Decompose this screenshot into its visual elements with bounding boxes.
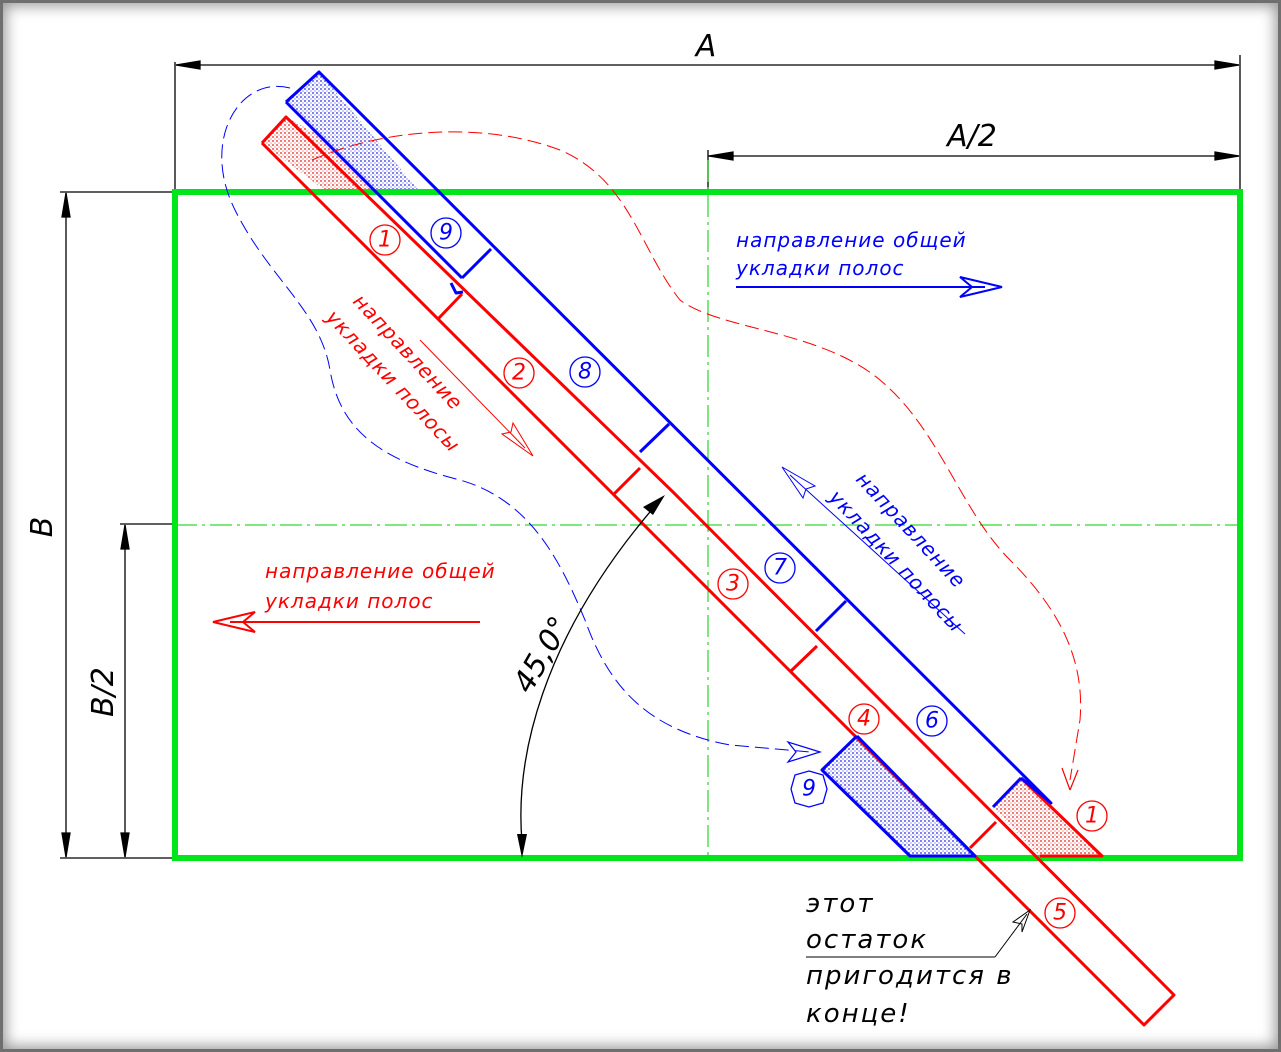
leftover-note-line3: пригодится в: [806, 961, 1014, 991]
leftover-note-line2: остаток: [806, 925, 928, 955]
red-number-3: 3: [726, 572, 740, 597]
blue-general-note-line1: направление общей: [736, 228, 967, 252]
blue-number-9-end: 9: [802, 777, 816, 802]
blue-leftover-top-hatch: [286, 72, 420, 192]
red-general-note-line1: направление общей: [265, 559, 496, 583]
height-label: B: [25, 517, 60, 538]
room-outline: [172, 189, 1243, 861]
leftover-note-line4: конце!: [806, 999, 911, 1029]
blue-strip-numbers: [430, 217, 948, 808]
center-axes: [175, 160, 1242, 860]
angle-arc: [520, 505, 656, 843]
red-general-arrow: [212, 611, 480, 633]
blue-flow-arrowhead: [786, 740, 823, 764]
blue-strip-arrow: [781, 466, 966, 635]
red-number-5: 5: [1053, 901, 1067, 926]
red-general-note-line2: укладки полос: [264, 589, 434, 613]
red-flow-arrowhead: [1061, 767, 1079, 791]
red-number-2: 2: [512, 361, 526, 386]
half-width-label: A/2: [945, 119, 997, 154]
red-number-4: 4: [857, 707, 871, 732]
angle-label: 45,0°: [507, 611, 578, 699]
red-flow-path: [311, 131, 1082, 781]
width-label: A: [694, 29, 717, 64]
red-strip: [260, 115, 1176, 1027]
blue-number-7: 7: [773, 556, 787, 581]
blue-piece-9-hatch: [822, 736, 975, 856]
blue-general-note-line2: укладки полос: [735, 256, 905, 280]
red-piece-1-hatch: [993, 778, 1102, 856]
blue-general-arrow: [736, 276, 1003, 298]
angle-arrow-top: [643, 495, 665, 515]
blue-strip: [284, 70, 1053, 858]
blue-number-9: 9: [439, 221, 453, 246]
leftover-note-line1: этот: [806, 889, 874, 919]
blue-number-8: 8: [578, 360, 592, 385]
angle-arrow-bottom: [517, 834, 527, 858]
red-strip-numbers: [369, 224, 1108, 929]
red-strip-arrow: [419, 339, 534, 457]
red-number-1-end: 1: [1085, 804, 1099, 829]
blue-flow-path: [221, 85, 811, 753]
blue-number-6: 6: [925, 709, 939, 734]
half-height-label: B/2: [86, 667, 121, 717]
leftover-leader: [806, 908, 1032, 958]
dimension-lines: [60, 55, 1241, 859]
red-number-1: 1: [378, 228, 392, 253]
